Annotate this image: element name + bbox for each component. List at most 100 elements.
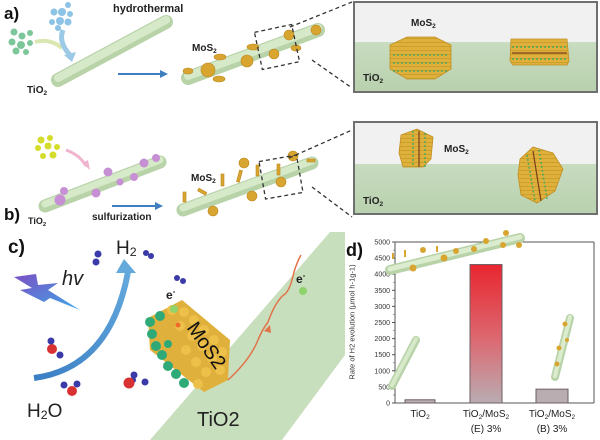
mos2-text: MoS [411,18,433,29]
chart-yticks: 0 500 1000 1500 2000 2500 3000 3500 4000 4500 5000 [374,240,395,408]
ytick-label: 3000 [374,304,390,311]
electron-dot-tio2 [299,287,307,295]
electron-text: e [296,272,303,286]
ytick-label: 2000 [374,336,390,343]
tio2-text: TiO [27,85,44,96]
ytick-label: 2500 [374,320,390,327]
x-category-label: TiO2/MoS2(B) 3% [517,409,587,436]
x-category-label: TiO2/MoS2(E) 3% [451,409,521,436]
panel-b-label: b) [4,205,21,224]
h2o-tail: O [47,401,63,422]
ytick-label: 4500 [374,256,390,263]
ytick-label: 500 [378,384,390,391]
mos2-vertical-stack-1 [398,128,434,168]
tio2-rod-bare [51,15,173,87]
h2-sub: 2 [129,245,137,259]
cat-sub: 2 [544,414,549,421]
mos2-sub: 2 [432,23,436,30]
hv-label: hv [62,268,84,290]
zoom-view-a: MoS2 TiO2 [353,1,598,93]
zoom-region-box-b [258,154,304,200]
electron-label-tio2: e- [296,271,305,286]
ytick-label: 1000 [374,368,390,375]
electron-transfer-path [227,254,302,381]
tio2-sub: 2 [43,90,48,97]
ytick-label: 4000 [374,272,390,279]
mos2-cluster [145,300,230,392]
tio2-sub: 2 [379,78,384,85]
mos2-text: MoS [191,173,213,184]
chart-bars [404,264,569,404]
blue-precursor-particles [49,2,73,31]
bar-1 [469,264,503,404]
mos2-label-a: MoS2 [192,43,217,55]
h2o-molecules [47,337,138,396]
ytick-label: 1500 [374,352,390,359]
ytick-label: 0 [386,401,390,408]
h2-molecules [92,250,186,386]
x-category-line1: TiO2 [385,409,455,424]
cat-tail-sub: 2 [505,414,510,421]
cat-tail: /MoS [548,409,572,420]
cat-sub: 2 [426,414,430,421]
zoom-region-box-a [253,23,301,71]
moo3-decorated-rod [38,154,167,213]
bar-2 [535,388,569,404]
arrow-a [118,70,168,78]
mos2-sub: 2 [213,48,217,55]
tio2-text: TiO [363,196,380,207]
chart-ylabel: Rate of H2 evolution (μmol h-1g-1) [347,264,357,380]
ytick-label: 3500 [374,288,390,295]
mos2-flat-stack-1 [389,36,452,80]
mos2-flat-stack-2 [509,38,570,66]
h2o-text: H [27,401,41,422]
mos2-sub: 2 [212,178,216,185]
tio2-sub: 2 [228,409,240,431]
rod-icon-b [551,314,574,381]
h2-label: H2 [116,238,137,260]
electron-dot-mos2 [170,305,178,313]
cat-sub: 2 [478,414,483,421]
cat-text: TiO [410,409,427,420]
tio2-label-a: TiO2 [27,85,47,97]
cat-text: TiO [528,409,545,420]
x-category-line2: (B) 3% [536,424,568,435]
tio2-label-b: TiO2 [28,216,46,228]
sulfurization-label: sulfurization [92,212,152,223]
green-precursor-particles [8,28,33,55]
mos2-text: MoS [444,144,466,155]
x-category-line1: TiO2/MoS2 [451,409,521,424]
electron-text: e [166,288,173,302]
electron-sup: - [302,271,306,280]
tio2-sub: 2 [379,201,384,208]
tio2-text: TiO [363,73,380,84]
mos2-label-b: MoS2 [191,173,216,185]
h2o-sub: 2 [40,408,48,422]
rod-icon-tio2 [388,336,420,390]
arrow-b [112,202,163,210]
x-category-label: TiO2 [385,409,455,424]
light-bolt-icon [14,274,80,310]
hydrothermal-label: hydrothermal [113,3,184,15]
yellow-precursor-particles [35,135,60,159]
mos2-label-zoom-b: MoS2 [444,144,469,156]
cat-tail-sub: 2 [571,414,576,421]
h2-text: H [116,238,130,259]
mos2-text: MoS [192,43,214,54]
panel-c-label: c) [8,237,25,258]
bar-0 [404,399,436,404]
cat-tail: /MoS [482,409,506,420]
blue-flow-arrow [59,29,72,57]
mos2-decorated-rod-a [181,23,325,85]
tio2-label-zoom-b: TiO2 [363,196,383,208]
ytick-label: 5000 [374,240,390,247]
x-category-line2: (E) 3% [470,424,502,435]
reaction-arc-arrow [33,271,131,381]
mos2-decorated-rod-b [176,150,319,217]
x-category-line1: TiO2/MoS2 [517,409,587,424]
rod-icon-e [385,230,525,275]
tio2-label-zoom-a: TiO2 [363,73,383,85]
